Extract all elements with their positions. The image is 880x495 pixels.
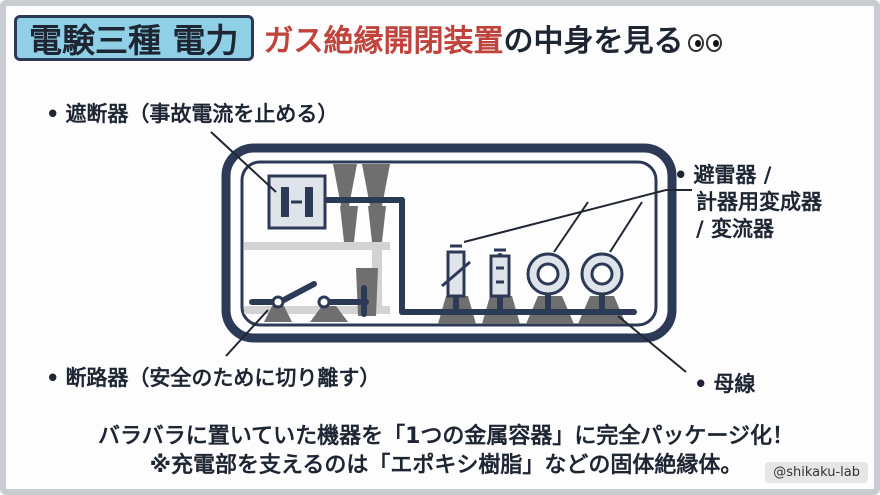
current-transformer-2 [580,252,624,296]
enclosure-inner [240,160,658,327]
disconnector-contact-1 [271,295,285,309]
subject-tag: 電験三種 電力 [14,15,254,61]
credit-badge: @shikaku-lab [765,462,868,483]
insulator-top-2 [362,164,390,206]
lightning-arrester [441,244,471,298]
headline-accent: ガス絶縁開閉装置 [263,24,504,59]
caption-line-1: バラバラに置いていた機器を「1つの金属容器」に完全パッケージ化！ [98,424,794,449]
insulator-bottom-2 [310,306,348,322]
eyes-icon [687,33,722,52]
headline: ガス絶縁開閉装置の中身を見る [264,16,722,60]
caption-line-2: ※充電部を支えるのは「エポキシ樹脂」などの固体絶縁体。 [149,453,743,478]
breaker-box [267,174,327,230]
insulator-bottom-1 [264,306,292,322]
gis-diagram [210,131,692,373]
leader-ct-1 [553,201,589,253]
label-arrester-group: •避雷器 / 計器用変成器 / 変流器 [674,163,822,241]
label-disconnector: •断路器（安全のために切り離す） [46,366,381,390]
label-breaker: •遮断器（事故電流を止める） [46,102,339,126]
leader-breaker [210,131,277,193]
instrument-transformer [489,248,511,298]
disconnector-contact-2 [317,295,331,309]
leader-disconnector [225,309,269,357]
insulator-mid-2 [368,206,386,242]
label-busbar: •母線 [694,372,756,396]
headline-rest: の中身を見る [503,24,684,59]
leader-arrester [463,189,667,243]
enclosure-outer [221,143,677,343]
insulator-top-1 [333,164,357,206]
insulator-mid-1 [340,206,358,242]
current-transformer-1 [526,252,570,296]
leader-ct-2 [609,201,643,253]
leader-busbar [617,315,687,373]
header: 電験三種 電力 ガス絶縁開閉装置の中身を見る [14,14,722,62]
leader-lines [210,131,692,373]
